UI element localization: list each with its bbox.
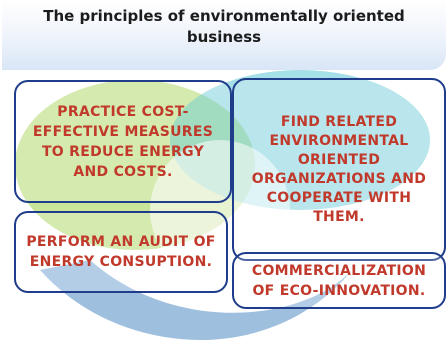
principle-card-commercialization: COMMERCIALIZATION OF ECO-INNOVATION.	[232, 252, 446, 309]
title-banner	[2, 0, 446, 70]
principle-card-audit: PERFORM AN AUDIT OF ENERGY CONSUPTION.	[14, 211, 228, 293]
principle-text: PERFORM AN AUDIT OF ENERGY CONSUPTION.	[26, 234, 216, 270]
principle-text: PRACTICE COST-EFFECTIVE MEASURES TO REDU…	[32, 103, 214, 180]
principle-text: FIND RELATED ENVIRONMENTAL ORIENTED ORGA…	[251, 113, 427, 225]
logo-white-core	[150, 140, 290, 280]
principle-card-cost-effective: PRACTICE COST-EFFECTIVE MEASURES TO REDU…	[14, 80, 232, 203]
slide-title: The principles of environmentally orient…	[43, 7, 405, 46]
logo-blue-swoosh	[40, 260, 360, 340]
principle-text: COMMERCIALIZATION OF ECO-INNOVATION.	[251, 262, 427, 299]
eco-logo-background	[15, 70, 430, 340]
principle-card-cooperate: FIND RELATED ENVIRONMENTAL ORIENTED ORGA…	[232, 78, 446, 261]
